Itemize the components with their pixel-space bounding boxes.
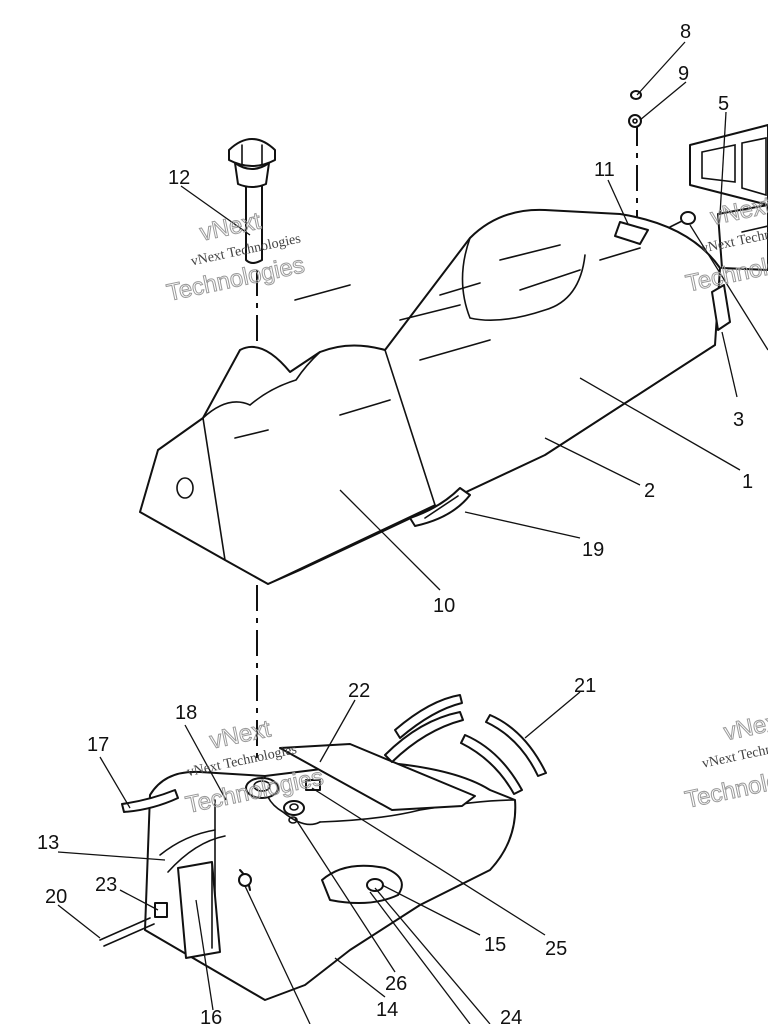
- callout-13: 13: [37, 832, 59, 854]
- callout-23: 23: [95, 874, 117, 896]
- leader-bottom: [244, 885, 311, 1024]
- leader-12: [180, 185, 251, 236]
- callout-1: 1: [742, 471, 753, 493]
- leader-right-edge: [689, 224, 768, 351]
- bracket-5: [689, 124, 768, 271]
- callout-2: 2: [644, 480, 655, 502]
- clamp-13: [238, 869, 252, 891]
- sender-15: [321, 864, 403, 904]
- fitting-26: [283, 800, 305, 824]
- hose-17: [121, 789, 179, 813]
- watermark-upper: vNext vNext Technologies Technologies: [164, 207, 308, 307]
- leader-10: [339, 489, 441, 591]
- leader-19: [464, 511, 581, 539]
- callout-16: 16: [200, 1007, 222, 1024]
- leader-25: [311, 787, 546, 936]
- seat-assembly: [139, 208, 721, 585]
- clip-11: [614, 221, 649, 245]
- leader-24a: [374, 887, 491, 1024]
- callout-9: 9: [678, 63, 689, 85]
- screw-20: [99, 917, 155, 947]
- callout-14: 14: [376, 999, 398, 1021]
- callout-22: 22: [348, 680, 370, 702]
- callout-15: 15: [484, 934, 506, 956]
- bracket-16: [177, 861, 221, 959]
- screw-upper-right: [669, 211, 696, 228]
- callout-10: 10: [433, 595, 455, 617]
- leader-20: [57, 904, 101, 939]
- connector-25: [305, 779, 321, 791]
- callout-17: 17: [87, 734, 109, 756]
- leader-16: [195, 899, 214, 1011]
- callout-21: 21: [574, 675, 596, 697]
- callout-3: 3: [733, 409, 744, 431]
- callout-26: 26: [385, 973, 407, 995]
- leader-18: [184, 724, 227, 801]
- leader-2: [544, 437, 641, 486]
- leader-5: [719, 111, 727, 216]
- hinge-plate-3: [711, 284, 731, 331]
- callout-11: 11: [594, 159, 615, 181]
- svg-text:vNext: vNext: [721, 707, 768, 746]
- leader-23: [119, 889, 159, 911]
- callout-20: 20: [45, 886, 67, 908]
- callout-24: 24: [500, 1007, 522, 1024]
- plate-22: [279, 743, 476, 811]
- leader-9: [639, 81, 687, 121]
- leader-8: [636, 41, 686, 96]
- leader-1: [579, 377, 741, 471]
- leader-3: [721, 331, 738, 398]
- washer-9: [628, 114, 642, 128]
- bands-21: [384, 694, 547, 795]
- strap-19: [409, 487, 471, 527]
- leader-26: [294, 817, 396, 973]
- callout-5: 5: [718, 93, 729, 115]
- filler-neck: [245, 777, 279, 799]
- leader-13: [57, 851, 166, 861]
- callout-12: 12: [168, 167, 190, 189]
- fitting-23: [154, 902, 168, 918]
- watermark-right-lower: vNext vNext Technologies Technologies: [682, 707, 768, 815]
- leader-17: [99, 756, 131, 809]
- leader-24b: [369, 891, 471, 1024]
- leader-22: [319, 699, 356, 763]
- leader-15: [381, 884, 481, 936]
- callout-18: 18: [175, 702, 197, 724]
- leader-11: [607, 179, 629, 225]
- callout-25: 25: [545, 938, 567, 960]
- leader-14: [334, 957, 386, 998]
- callout-19: 19: [582, 539, 604, 561]
- leader-21: [524, 691, 581, 739]
- callout-8: 8: [680, 21, 691, 43]
- cap-bolt: [228, 138, 276, 264]
